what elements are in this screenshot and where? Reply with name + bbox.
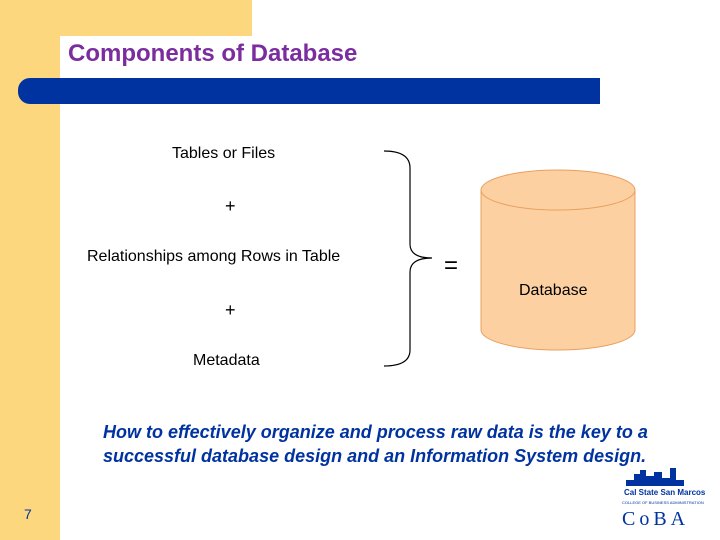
plus-sign-2: + bbox=[225, 300, 236, 320]
page-number: 7 bbox=[24, 506, 32, 522]
title-box bbox=[60, 36, 600, 78]
component-metadata: Metadata bbox=[193, 352, 260, 369]
component-relationships: Relationships among Rows in Table bbox=[87, 248, 341, 265]
logo-university-name: Cal State San Marcos bbox=[624, 488, 706, 497]
database-label: Database bbox=[519, 282, 588, 299]
right-brace bbox=[383, 150, 433, 367]
coba-logo: Cal State San Marcos COLLEGE OF BUSINESS… bbox=[614, 466, 714, 536]
campus-skyline-icon bbox=[626, 468, 684, 486]
database-cylinder-icon bbox=[480, 169, 636, 351]
top-accent-band bbox=[0, 0, 252, 36]
logo-college-name: COLLEGE OF BUSINESS ADMINISTRATION bbox=[622, 500, 704, 505]
plus-sign-1: + bbox=[225, 196, 236, 216]
component-tables: Tables or Files bbox=[172, 145, 276, 162]
summary-caption: How to effectively organize and process … bbox=[103, 422, 648, 466]
title-underline-bar bbox=[18, 78, 600, 104]
logo-coba: CoBA bbox=[622, 508, 690, 530]
slide-title: Components of Database bbox=[68, 40, 358, 67]
equals-sign: = bbox=[444, 252, 459, 279]
